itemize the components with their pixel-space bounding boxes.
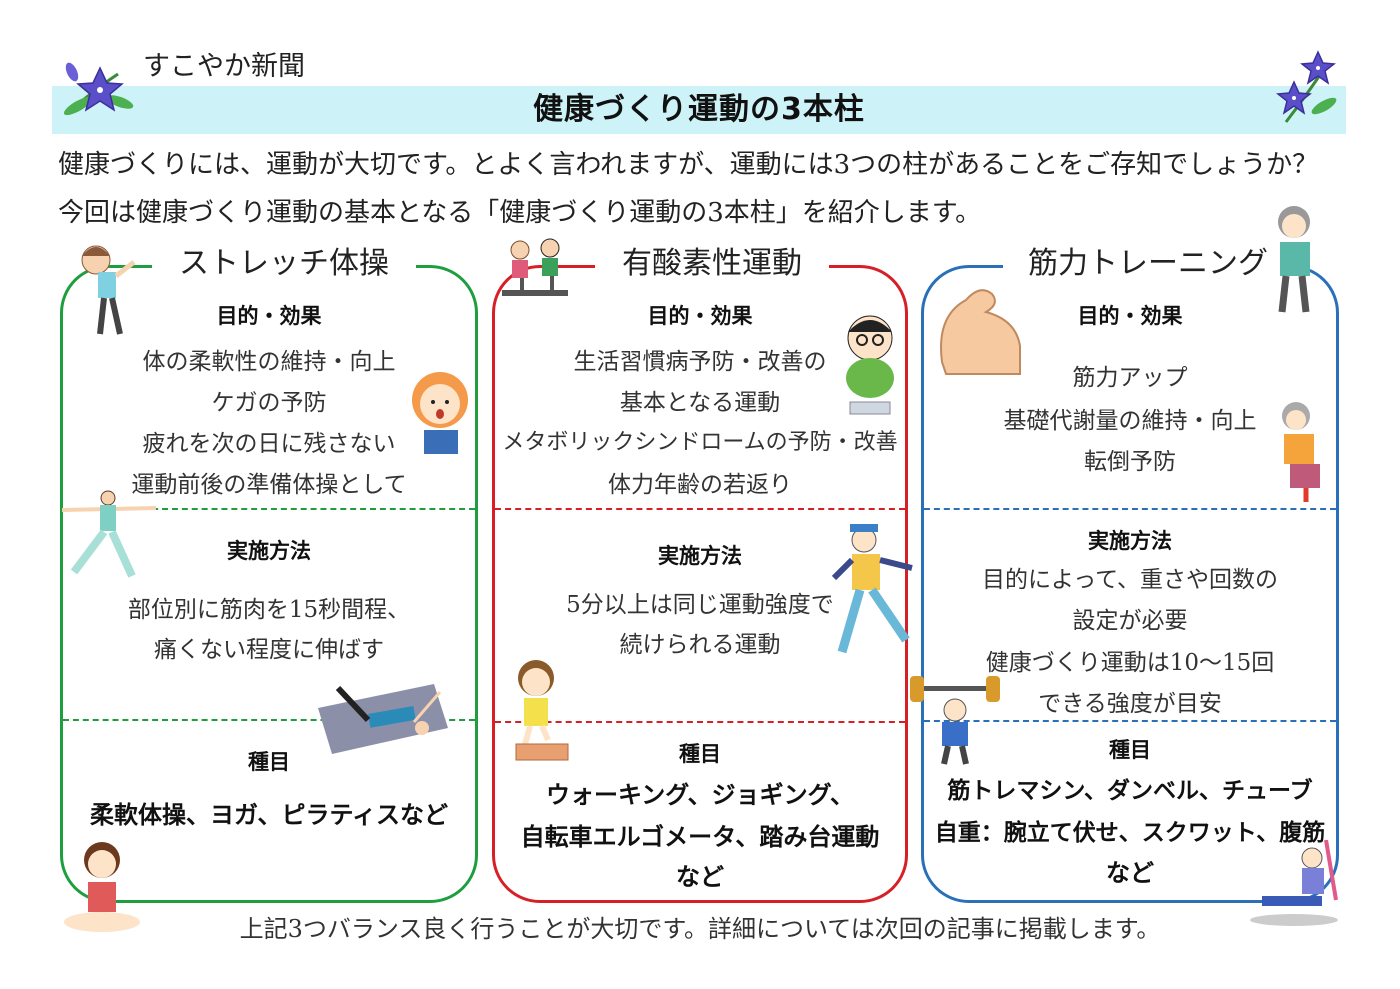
strength-purpose-label: 目的・効果 [1077,304,1183,328]
strength-items-line: 自重：腕立て伏せ、スクワット、腹筋 [934,820,1326,846]
aerobic-purpose-line: 基本となる運動 [619,390,781,416]
aerobic-method-line: 続けられる運動 [619,632,781,658]
aerobic-purpose-line: 体力年齢の若返り [608,472,792,498]
surprised-woman-icon [412,372,468,454]
stretching-girl-icon [81,245,136,335]
aerobic-items-line: ウォーキング、ジョギング、 [546,781,854,809]
stretch-method-label: 実施方法 [227,539,311,563]
bellflower-left-icon [63,62,134,116]
aerobic-purpose-label: 目的・効果 [647,304,753,328]
elderly-woman-icon [1278,206,1310,313]
strength-items-line: 筋トレマシン、ダンベル、チューブ [947,778,1313,804]
column-aerobic-divider-2 [495,721,905,723]
aerobic-method-line: 5分以上は同じ運動強度で [566,592,834,618]
stretch-purpose-line: 体の柔軟性の維持・向上 [142,349,396,375]
yoga-woman-icon [62,490,157,578]
weightlifter-icon [910,676,1000,765]
bellflower-right-icon [1276,50,1337,123]
stretch-purpose-label: 目的・効果 [216,304,322,328]
column-aerobic-divider-1 [495,508,905,510]
aerobic-purpose-line: 生活習慣病予防・改善の [573,349,827,375]
intro-line-2: 今回は健康づくり運動の基本となる「健康づくり運動の3本柱」を紹介します。 [58,198,982,228]
aerobic-purpose-line: メタボリックシンドロームの予防・改善 [502,430,898,455]
column-strength-heading: 筋力トレーニング [1003,242,1293,286]
strength-purpose-line: 筋力アップ [1072,365,1188,391]
stretch-purpose-line: 運動前後の準備体操として [131,472,407,498]
man-on-scale-icon [846,315,894,415]
strength-method-label: 実施方法 [1088,529,1172,553]
aerobic-items-line: 自転車エルゴメータ、踏み台運動 [520,823,880,851]
column-stretch-divider-1 [63,508,475,510]
strength-method-line: できる強度が目安 [1038,691,1222,717]
strength-method-line: 設定が必要 [1072,608,1188,634]
falling-woman-icon [1282,402,1320,502]
column-strength-divider-2 [924,720,1336,722]
aerobic-items-line: など [676,863,724,891]
column-stretch-divider-2 [63,719,475,721]
meditating-woman-icon [64,842,140,932]
aerobic-method-label: 実施方法 [658,544,742,568]
footer-note: 上記3つバランス良く行うことが大切です。詳細については次回の記事に掲載します。 [239,915,1161,943]
strength-purpose-line: 基礎代謝量の維持・向上 [1003,408,1257,434]
mat-stretch-woman-icon [318,684,448,754]
aerobic-items-label: 種目 [679,742,721,766]
step-woman-icon [515,660,569,761]
stretch-purpose-line: 疲れを次の日に残さない [142,431,396,457]
stretch-items-line: 柔軟体操、ヨガ、ピラティスなど [89,801,449,829]
column-strength-divider-1 [924,508,1336,510]
bike-kids-icon [502,238,568,296]
strength-method-line: 目的によって、重さや回数の [981,567,1278,593]
title-bar [52,86,1346,134]
strength-purpose-line: 転倒予防 [1084,449,1176,475]
newspaper-name: すこやか新聞 [143,51,305,82]
stretch-method-line: 痛くない程度に伸ばす [154,637,384,663]
strength-items-label: 種目 [1109,738,1151,762]
jogging-man-icon [831,524,913,654]
machine-exercise-icon [1250,840,1338,926]
intro-line-1: 健康づくりには、運動が大切です。とよく言われますが、運動には3つの柱があることを… [58,150,1319,180]
strength-method-line: 健康づくり運動は10〜15回 [985,650,1275,676]
stretch-method-line: 部位別に筋肉を15秒間程、 [127,597,411,623]
column-aerobic-heading: 有酸素性運動 [595,242,829,286]
flexed-arm-icon [940,289,1021,375]
page-title: 健康づくり運動の3本柱 [533,92,865,127]
column-stretch-heading: ストレッチ体操 [152,242,416,286]
stretch-items-label: 種目 [248,750,290,774]
strength-items-line: など [1106,859,1154,887]
stretch-purpose-line: ケガの予防 [211,390,327,416]
